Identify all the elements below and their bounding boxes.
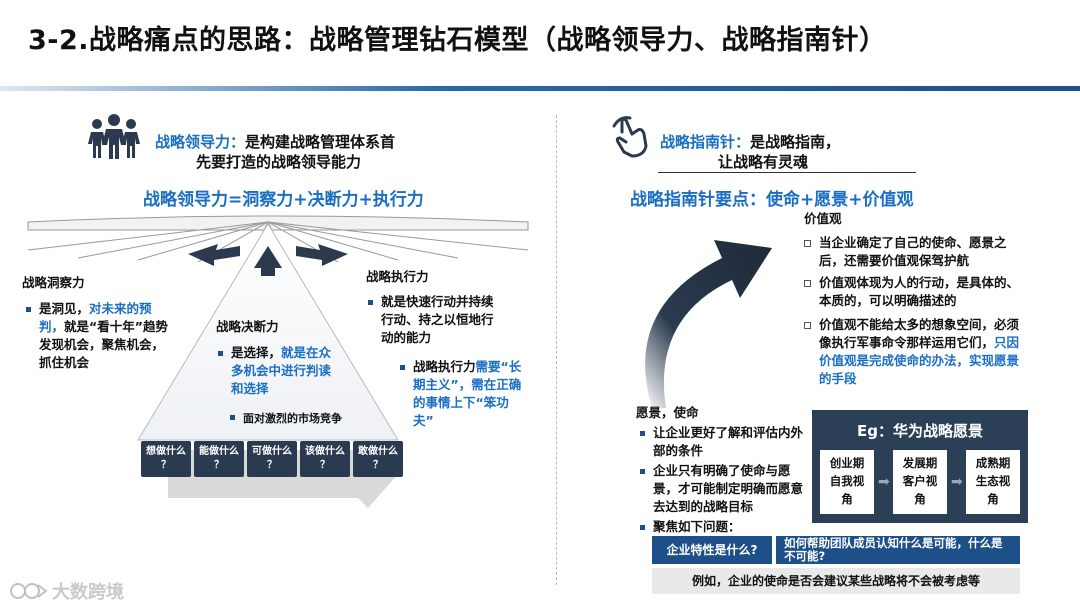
question-box: 能做什么？ [194,441,244,477]
values-item: 当企业确定了自己的使命、愿景之后，还需要价值观保驾护航 [804,234,1024,270]
decision-sub-bullet: 面对激烈的市场竞争 [230,410,342,426]
watermark-text: 大数跨境 [52,578,124,604]
right-heading-blue: 战略指南针： [660,133,750,151]
bullet-square [640,431,645,436]
decision-bullet: 是选择，就是在众多机会中进行判读和选择 [218,344,338,398]
huawei-panel-title: Eg：华为战略愿景 [812,420,1028,441]
insight-title: 战略洞察力 [22,274,85,292]
left-heading-rest: 是构建战略管理体系首 [245,133,395,151]
values-item: 价值观不能给太多的想象空间，必须像执行军事命令那样运用它们，只因价值观是完成使命… [804,316,1024,388]
vision-item: 企业只有明确了使命与愿景，才可能制定明确而愿意去达到的战略目标 [640,462,806,516]
vision-title: 愿景，使命 [636,404,699,422]
leadership-formula: 战略领导力=洞察力+决断力+执行力 [143,185,424,210]
hand-gesture-icon [608,112,652,160]
bullet-square [368,300,373,305]
right-heading: 战略指南针：是战略指南， [660,132,840,152]
vision-item: 聚焦如下问题： [640,518,806,536]
huawei-vision-panel: Eg：华为战略愿景 创业期自我视角 ➡ 发展期客户视角 ➡ 成熟期生态视角 [812,410,1028,523]
decision-title: 战略决断力 [216,318,279,336]
question-box: 想做什么？ [141,441,191,477]
focus-bar-right: 如何帮助团队成员认知什么是可能，什么是不可能? [776,536,1020,564]
vision-item: 让企业更好了解和评估内外部的条件 [640,424,806,460]
arrow-right-icon: ➡ [878,474,890,490]
bullet-square [640,525,645,530]
question-box: 敢做什么？ [353,441,403,477]
question-box: 该做什么？ [300,441,350,477]
watermark: 大数跨境 [8,578,124,604]
focus-bar-left: 企业特性是什么? [652,536,772,564]
curved-arrow-icon [622,218,782,418]
right-heading-rest: 是战略指南， [750,133,840,151]
hollow-square-bullet [804,322,811,329]
column-divider [556,115,557,585]
team-people-icon [88,112,140,162]
bullet-square [640,469,645,474]
heading-underline [658,172,916,173]
arrow-right-icon: ➡ [951,474,963,490]
stage-box: 创业期自我视角 [820,450,874,514]
stage-box: 成熟期生态视角 [966,450,1020,514]
bullet-square [26,307,31,312]
execution-sub-bullet: 战略执行力需要“长期主义”，需在正确的事情上下“笨功夫” [400,358,526,430]
hollow-square-bullet [804,240,811,247]
values-title: 价值观 [804,210,842,228]
left-heading-blue: 战略领导力： [155,133,245,151]
example-bar: 例如，企业的使命是否会建议某些战略将不会被考虑等 [652,568,1020,594]
insight-bullet: 是洞见，对未来的预判，就是“看十年”趋势发现机会，聚焦机会，抓住机会 [26,300,176,372]
hollow-square-bullet [804,280,811,287]
question-box: 可做什么？ [247,441,297,477]
left-heading-line2: 先要打造的战略领导能力 [196,152,361,172]
bullet-square [400,365,405,370]
execution-title: 战略执行力 [366,268,429,286]
compass-key-points: 战略指南针要点：使命+愿景+价值观 [630,185,914,210]
execution-bullet: 就是快速行动并持续行动、持之以恒地行动的能力 [368,293,498,347]
bullet-square [230,415,235,420]
right-heading-line2: 让战略有灵魂 [718,152,808,172]
bullet-square [218,351,223,356]
title-rule [0,86,1080,91]
page-title: 3-2.战略痛点的思路：战略管理钻石模型（战略领导力、战略指南针） [28,18,887,57]
values-item: 价值观体现为人的行动，是具体的、本质的，可以明确描述的 [804,274,1024,310]
watermark-logo-icon [8,579,48,603]
stage-box: 发展期客户视角 [893,450,947,514]
left-heading: 战略领导力：是构建战略管理体系首 [155,132,395,152]
